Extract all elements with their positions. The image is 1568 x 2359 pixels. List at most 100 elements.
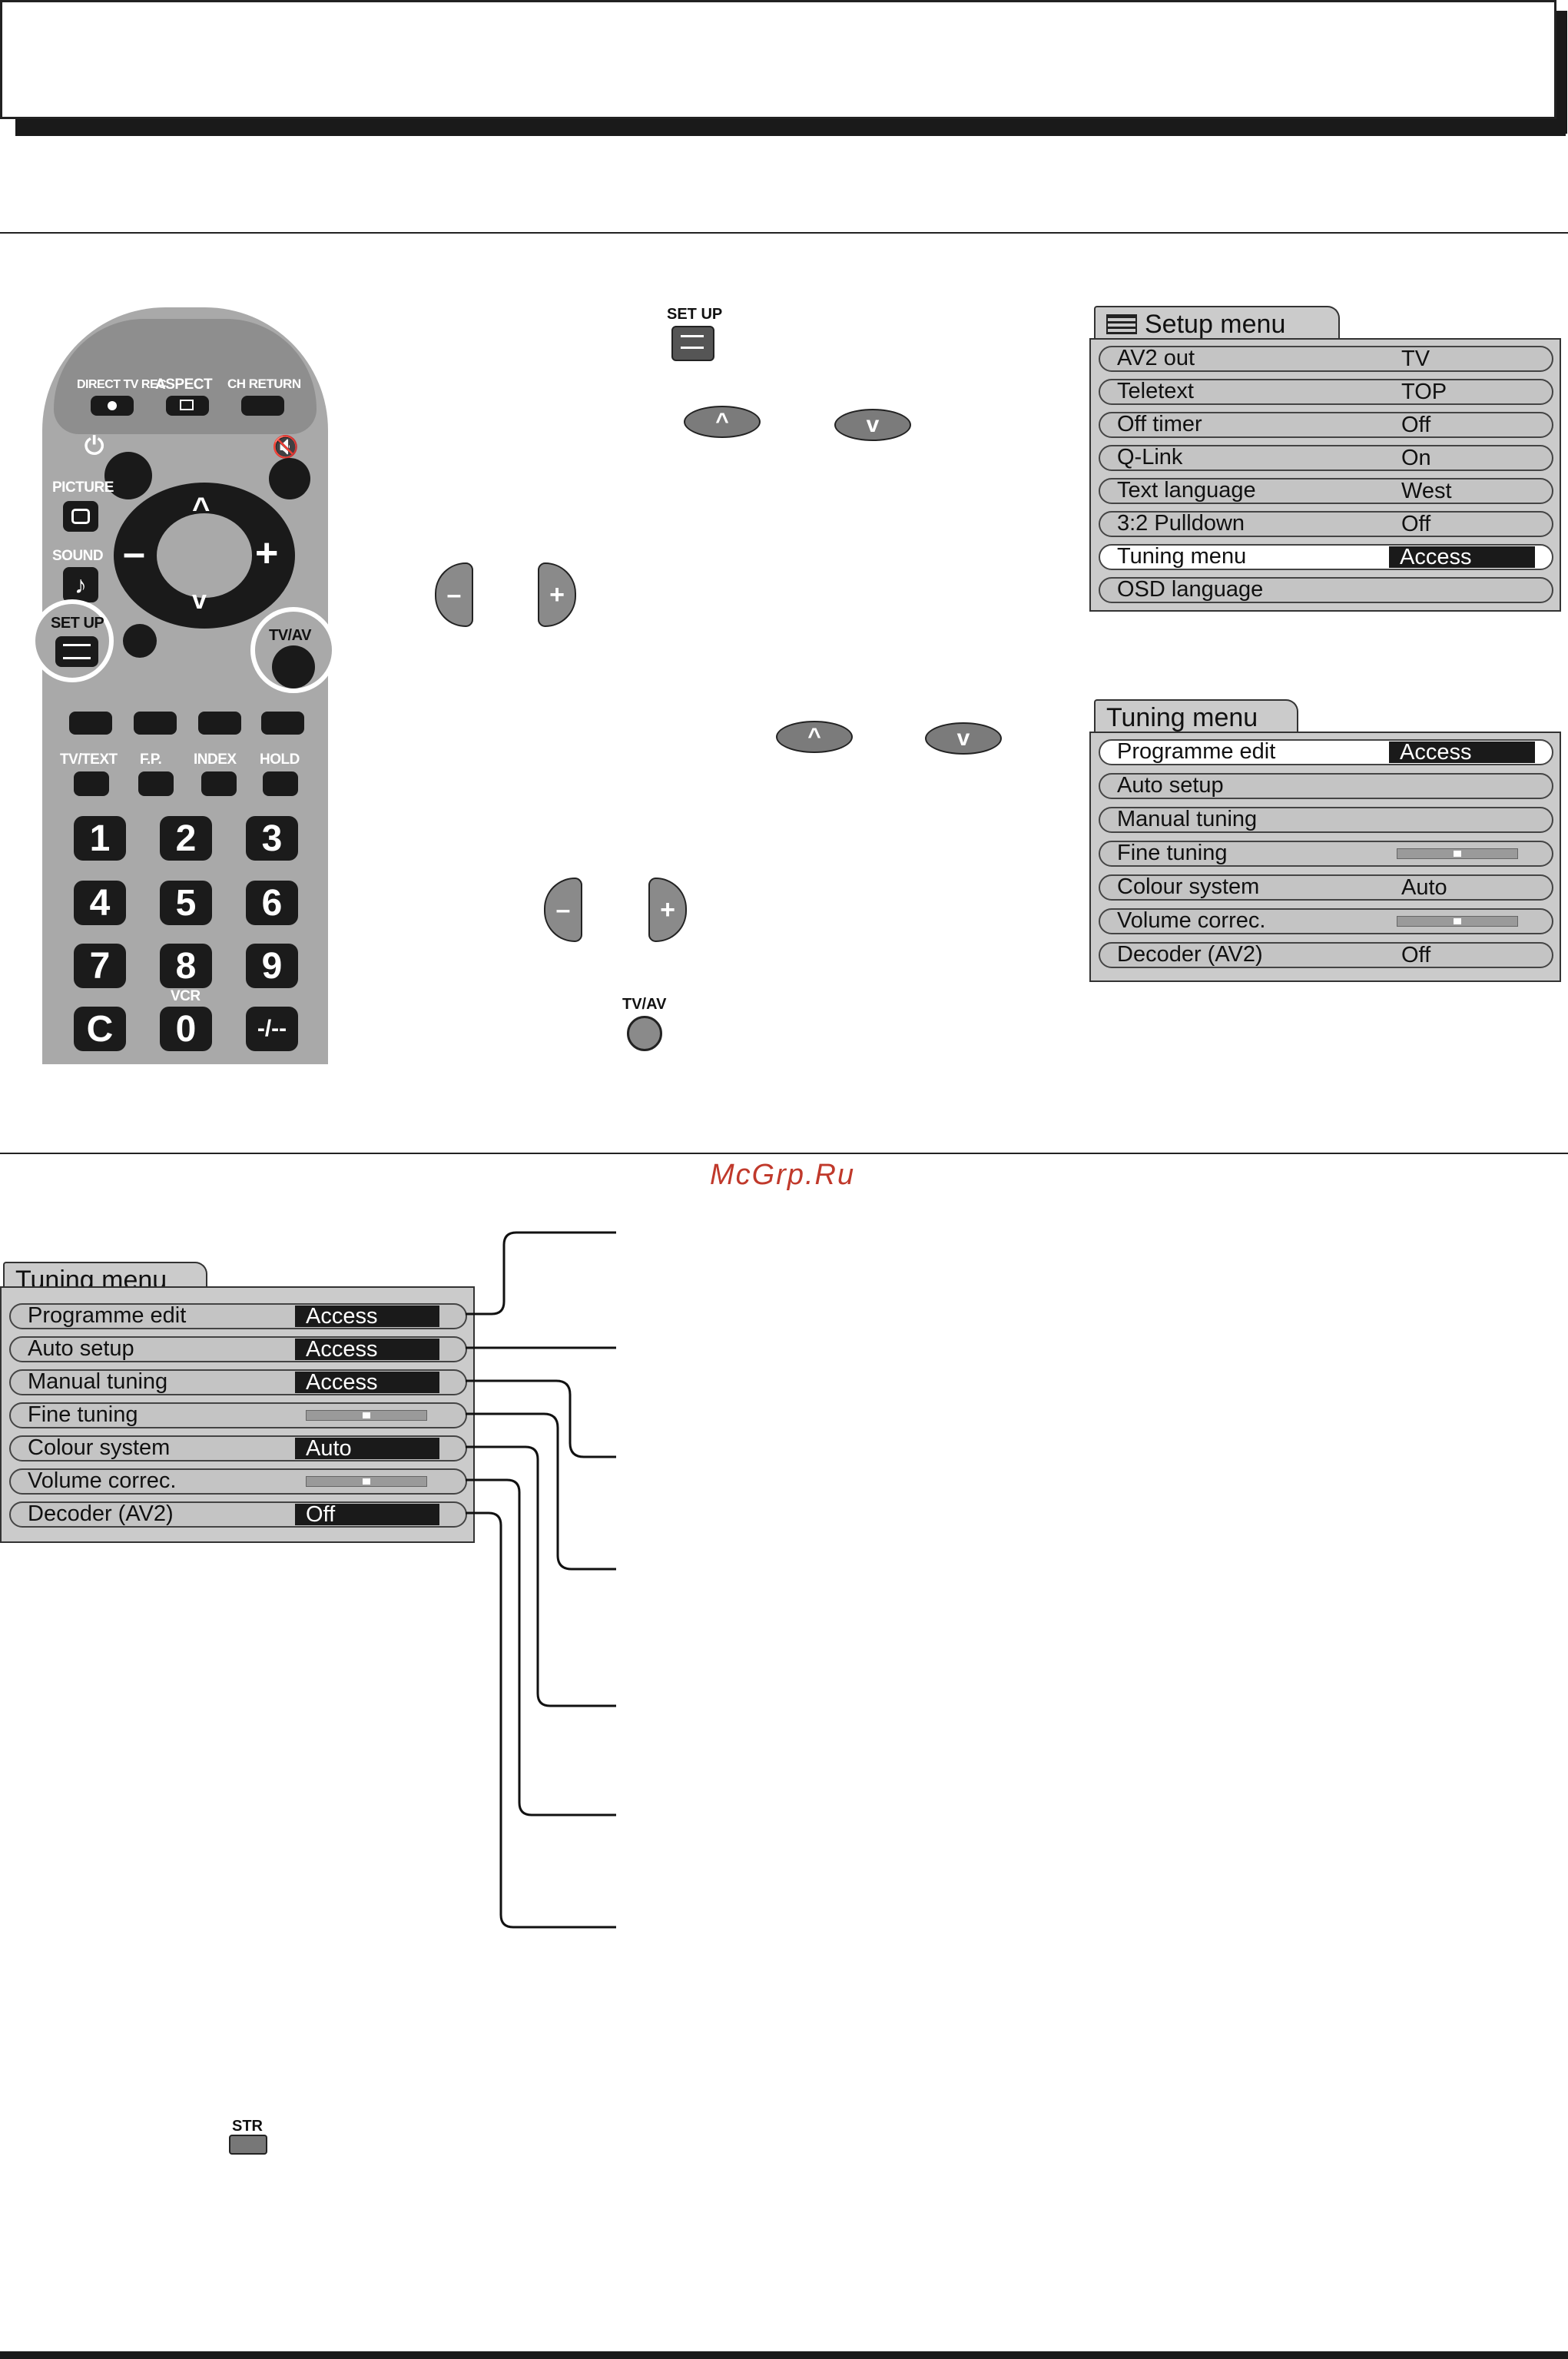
power-icon: ⏻ [85, 432, 104, 460]
index-label: INDEX [194, 751, 237, 768]
tuning1-row-fine-tuning[interactable]: Fine tuning [1099, 841, 1553, 867]
setup-row-osd-language[interactable]: OSD language [1099, 577, 1553, 603]
tvav-illustration-icon [627, 1016, 662, 1051]
minus-icon[interactable]: – [123, 531, 145, 576]
tuning1-row-volume-correc[interactable]: Volume correc. [1099, 908, 1553, 934]
up-arrow-icon[interactable]: ^ [192, 492, 211, 526]
tvav-illustration-label: TV/AV [622, 996, 667, 1013]
number-button[interactable]: 1 [74, 816, 126, 861]
menu-list-icon [1106, 314, 1137, 334]
setup-menu-title-text: Setup menu [1145, 309, 1286, 339]
section-divider-top [0, 232, 1568, 234]
section-divider-middle [0, 1153, 1568, 1154]
fp-button[interactable] [138, 771, 174, 796]
setup-illustration-icon [671, 326, 714, 361]
mute-button[interactable] [269, 458, 310, 499]
blue-key[interactable] [261, 712, 304, 735]
tuning-menu-1-title: Tuning menu [1094, 699, 1298, 735]
tuning1-row-decoder[interactable]: Decoder (AV2)Off [1099, 942, 1553, 968]
tuning2-row-fine-tuning[interactable]: Fine tuning [9, 1402, 467, 1428]
sound-label: SOUND [52, 548, 104, 564]
down-arrow-icon[interactable]: v [192, 586, 207, 615]
power-button[interactable] [104, 452, 152, 499]
aspect-button[interactable] [166, 396, 209, 416]
green-key[interactable] [134, 712, 177, 735]
setup-label: SET UP [51, 615, 104, 632]
footer-bar [0, 2351, 1568, 2359]
setup-menu-title: Setup menu [1094, 306, 1340, 341]
number-button[interactable]: 7 [74, 944, 126, 988]
tvtext-label: TV/TEXT [60, 751, 118, 768]
tuning1-row-manual-tuning[interactable]: Manual tuning [1099, 807, 1553, 833]
hold-button[interactable] [263, 771, 298, 796]
tvav-button[interactable] [272, 645, 315, 688]
hold-label: HOLD [260, 751, 300, 768]
leader-line-manual-tuning [466, 1379, 616, 1458]
picture-label: PICTURE [52, 479, 114, 496]
number-button[interactable]: 8 [160, 944, 212, 988]
header-shadow-side [1556, 11, 1567, 134]
picture-button[interactable] [63, 501, 98, 532]
header-shadow [15, 119, 1566, 136]
up-arrow-illustration-icon: ^ [684, 406, 761, 438]
leader-line-programme-edit [466, 1231, 616, 1316]
plus-icon[interactable]: + [255, 531, 279, 576]
mute-icon: 🔇 [272, 435, 299, 459]
yellow-key[interactable] [198, 712, 241, 735]
fine-tuning-slider[interactable] [1397, 848, 1518, 859]
leader-line-fine-tuning [466, 1412, 616, 1571]
vcr-label: VCR [171, 988, 201, 1004]
setup-button[interactable] [55, 636, 98, 667]
number-button[interactable]: 6 [246, 881, 298, 925]
number-button[interactable]: 3 [246, 816, 298, 861]
red-key[interactable] [69, 712, 112, 735]
fp-label: F.P. [140, 751, 162, 768]
volume-correction-slider[interactable] [1397, 916, 1518, 927]
index-button[interactable] [201, 771, 237, 796]
tuning2-row-volume-correc[interactable]: Volume correc. [9, 1468, 467, 1495]
str-illustration-icon [229, 2135, 267, 2155]
str-illustration-label: STR [232, 2118, 263, 2135]
leader-line-volume-correc [466, 1478, 616, 1817]
number-button[interactable]: 9 [246, 944, 298, 988]
nav-center[interactable] [157, 513, 252, 598]
number-button[interactable]: 4 [74, 881, 126, 925]
fine-tuning-slider[interactable] [306, 1410, 427, 1421]
ch-return-label: CH RETURN [227, 377, 301, 391]
tuning2-row-decoder[interactable]: Decoder (AV2)Off [9, 1501, 467, 1528]
digit-mode-button[interactable]: -/-- [246, 1007, 298, 1051]
sound-button[interactable]: ♪ [63, 567, 98, 602]
c-button[interactable]: C [74, 1007, 126, 1051]
aspect-label: ASPECT [155, 377, 213, 393]
tuning1-row-auto-setup[interactable]: Auto setup [1099, 773, 1553, 799]
down-arrow-illustration-icon: v [925, 722, 1002, 755]
number-button[interactable]: 2 [160, 816, 212, 861]
direct-tv-rec-label: DIRECT TV REC [77, 378, 167, 391]
tvtext-button[interactable] [74, 771, 109, 796]
number-button[interactable]: 0 [160, 1007, 212, 1051]
ch-return-button[interactable] [241, 396, 284, 416]
leader-line-decoder [466, 1511, 616, 1929]
volume-correction-slider[interactable] [306, 1476, 427, 1487]
input-button[interactable] [123, 624, 157, 658]
up-arrow-illustration-icon: ^ [776, 721, 853, 753]
number-button[interactable]: 5 [160, 881, 212, 925]
direct-tv-rec-button[interactable] [91, 396, 134, 416]
down-arrow-illustration-icon: v [834, 409, 911, 441]
